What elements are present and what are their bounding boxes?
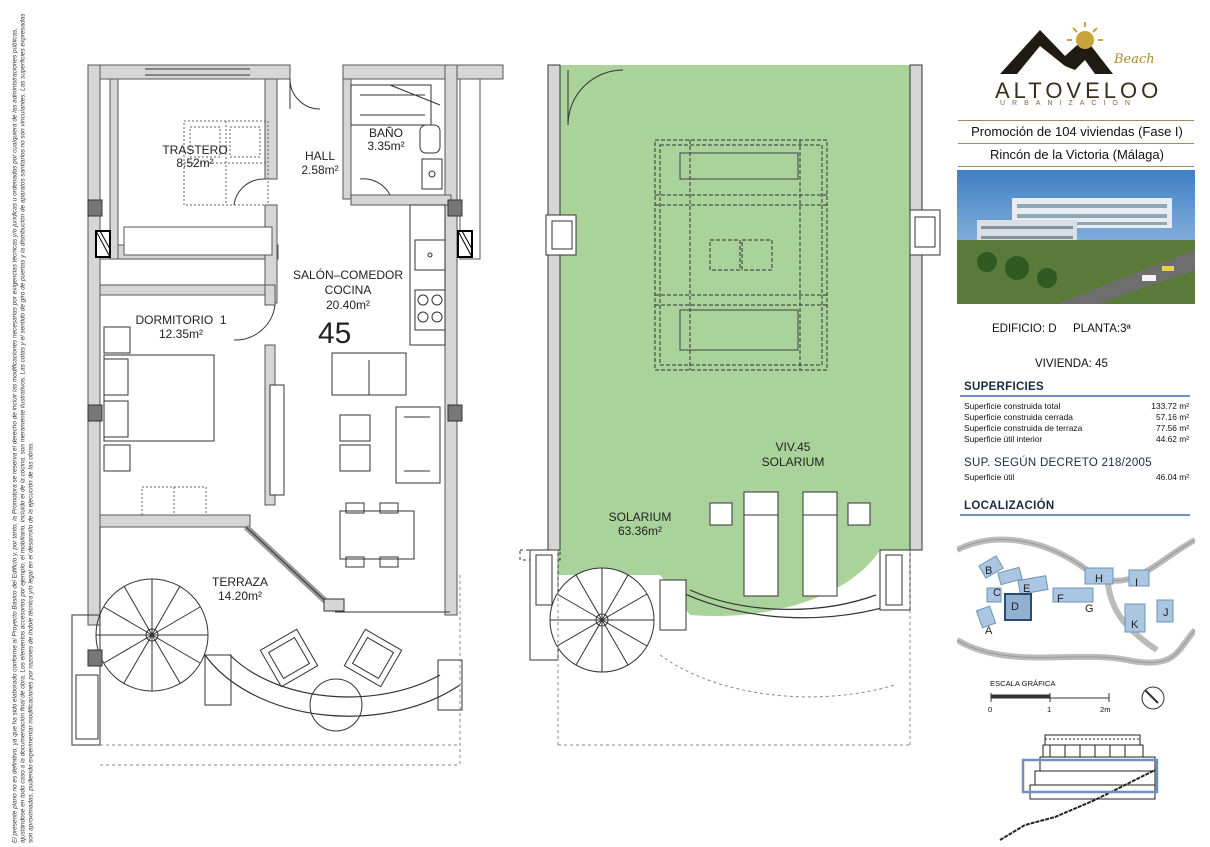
room-solarium-name: SOLARIUM — [608, 510, 672, 524]
superficie-value: 44.62 m² — [1155, 434, 1189, 444]
room-salon-name: SALÓN–COMEDOR — [292, 268, 404, 282]
superficie-row: Superficie construida total 133.72 m² — [964, 401, 1189, 411]
location-map: A BC DE F G H I J K — [957, 530, 1195, 670]
superficie-row: Superficie construida cerrada 57.16 m² — [964, 412, 1189, 422]
localizacion-title: LOCALIZACIÓN — [964, 500, 1055, 512]
section-diagram — [999, 734, 1159, 841]
vivienda-label: VIVIENDA: — [1035, 358, 1092, 370]
superficie-row: Superficie útil interior 44.62 m² — [964, 434, 1189, 444]
planta-label: PLANTA: — [1073, 323, 1121, 335]
scale-tick: 2m — [1100, 705, 1111, 714]
svg-text:D: D — [1011, 601, 1019, 613]
building-photo — [957, 170, 1195, 304]
solarium-viv-name: SOLARIUM — [761, 455, 825, 469]
room-solarium-area: 63.36m² — [617, 524, 663, 538]
decreto-title: SUP. SEGÚN DECRETO 218/2005 — [964, 457, 1152, 469]
room-trastero: TRASTERO 8.52m² — [150, 144, 240, 170]
svg-text:H: H — [1095, 573, 1103, 585]
svg-text:F: F — [1057, 593, 1064, 605]
section-bar — [960, 514, 1190, 516]
svg-text:G: G — [1085, 603, 1094, 615]
svg-text:A: A — [985, 625, 993, 637]
vivienda-value: 45 — [1095, 358, 1108, 370]
planta: PLANTA:3ª — [1073, 323, 1131, 335]
superficie-label: Superficie construida de terraza — [964, 423, 1083, 433]
edificio-value: D — [1048, 323, 1057, 335]
svg-text:I: I — [1135, 577, 1138, 589]
svg-text:K: K — [1131, 619, 1139, 631]
room-bano-name: BAÑO — [368, 126, 403, 140]
solarium-viv-number: VIV.45 — [775, 440, 811, 454]
disclaimer-text: El presente plano no es definitivo, ya q… — [11, 13, 36, 843]
solarium-plan — [519, 64, 941, 746]
room-salon-name2: COCINA — [324, 283, 372, 297]
scale-tick: 1 — [1047, 705, 1052, 714]
scale-bar — [990, 693, 1110, 702]
room-trastero-area: 8.52m² — [176, 156, 214, 170]
divider — [958, 166, 1194, 167]
solarium-viv-label: VIV.45 SOLARIUM — [753, 440, 833, 470]
edificio: EDIFICIO: D — [992, 323, 1057, 335]
room-salon-area: 20.40m² — [325, 298, 371, 312]
divider — [958, 120, 1194, 121]
superficie-value: 77.56 m² — [1155, 423, 1189, 433]
brand-logo-icon — [1000, 22, 1113, 74]
planta-value: 3ª — [1120, 323, 1131, 335]
floor-plan-vivienda — [71, 64, 504, 766]
svg-text:E: E — [1023, 583, 1030, 595]
svg-text:C: C — [993, 587, 1001, 599]
superficie-label: Superficie construida cerrada — [964, 412, 1073, 422]
room-hall-area: 2.58m² — [301, 163, 339, 177]
room-dormitorio-name: DORMITORIO 1 — [135, 313, 227, 327]
superficie-label: Superficie útil interior — [964, 434, 1043, 444]
brand-name: ALTOVELOO — [995, 78, 1163, 103]
section-bar — [960, 395, 1190, 397]
room-bano-area: 3.35m² — [367, 139, 405, 153]
svg-text:B: B — [985, 565, 992, 577]
vivienda: VIVIENDA: 45 — [1035, 358, 1108, 370]
promotion-title: Promoción de 104 viviendas (Fase I) — [971, 124, 1183, 139]
svg-text:J: J — [1163, 607, 1169, 619]
room-solarium: SOLARIUM 63.36m² — [600, 510, 680, 538]
disclaimer-panel: El presente plano no es definitivo, ya q… — [0, 0, 48, 847]
promotion-location: Rincón de la Victoria (Málaga) — [990, 147, 1164, 162]
brand-subtitle: URBANIZACION — [1000, 100, 1137, 107]
room-hall: HALL 2.58m² — [285, 149, 355, 177]
decreto-row: Superficie útil 46.04 m² — [964, 472, 1189, 482]
superficie-row: Superficie construida de terraza 77.56 m² — [964, 423, 1189, 433]
edificio-label: EDIFICIO: — [992, 323, 1046, 335]
room-trastero-name: TRASTERO — [162, 143, 228, 157]
decreto-value: 46.04 m² — [1155, 472, 1189, 482]
divider — [958, 143, 1194, 144]
superficies-title: SUPERFICIES — [964, 381, 1044, 393]
north-arrow-icon — [1141, 686, 1165, 710]
room-terraza-name: TERRAZA — [211, 575, 268, 589]
room-dormitorio-area: 12.35m² — [158, 327, 204, 341]
superficie-value: 57.16 m² — [1155, 412, 1189, 422]
room-hall-name: HALL — [304, 149, 336, 163]
scale-title: ESCALA GRÁFICA — [990, 679, 1056, 688]
room-salon: SALÓN–COMEDOR COCINA 20.40m² — [283, 268, 413, 313]
room-dormitorio: DORMITORIO 1 12.35m² — [126, 313, 236, 341]
room-terraza: TERRAZA 14.20m² — [200, 575, 280, 603]
unit-number: 45 — [318, 317, 352, 350]
superficie-value: 133.72 m² — [1151, 401, 1189, 411]
decreto-label: Superficie útil — [964, 472, 1015, 482]
brand-script: Beach — [1114, 52, 1155, 67]
superficie-label: Superficie construida total — [964, 401, 1061, 411]
room-terraza-area: 14.20m² — [217, 589, 263, 603]
scale-tick: 0 — [988, 705, 993, 714]
room-bano: BAÑO 3.35m² — [356, 127, 416, 153]
